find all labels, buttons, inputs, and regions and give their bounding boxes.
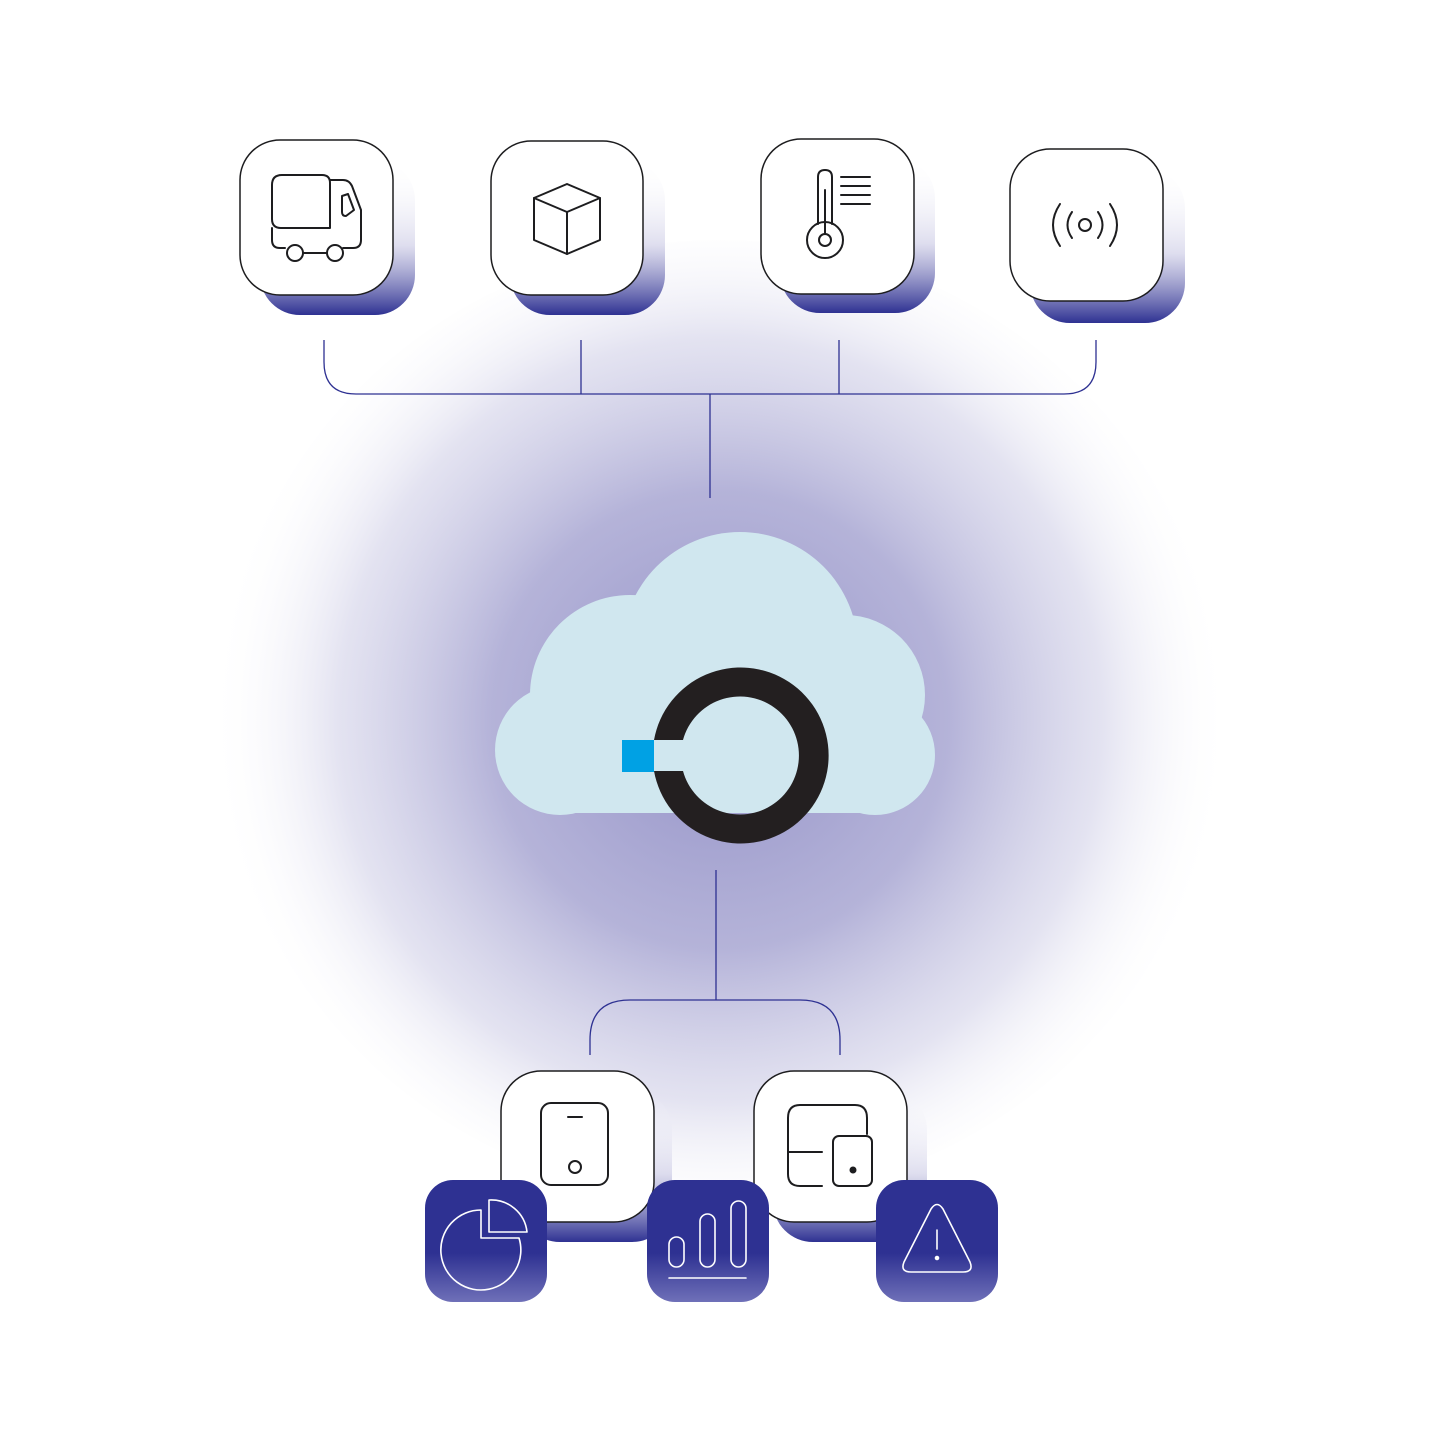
badge-warning (876, 1180, 998, 1302)
bar-chart-icon (668, 1200, 747, 1279)
bottom-connector-lines (589, 870, 841, 1055)
mobile-device-icon (540, 1102, 609, 1186)
warning-alert-icon (902, 1203, 972, 1273)
badge-bar-chart (647, 1180, 769, 1302)
package-cube-icon (533, 183, 601, 255)
output-tile-desktop (753, 1070, 927, 1242)
source-tile-signal (1009, 148, 1185, 323)
truck-icon (271, 174, 362, 262)
top-connector-lines (323, 340, 1097, 498)
logo-ring (654, 667, 829, 844)
cloud-platform-logo (495, 532, 935, 844)
badge-pie-chart (425, 1180, 547, 1302)
pie-chart-icon (440, 1199, 528, 1291)
source-tile-thermometer (760, 138, 935, 313)
cloud-shape (495, 532, 935, 815)
source-tile-truck (239, 139, 415, 315)
signal-broadcast-icon (1052, 203, 1118, 247)
source-tile-package (490, 140, 665, 315)
desktop-device-icon (787, 1104, 873, 1187)
output-tile-mobile (500, 1070, 672, 1242)
logo-accent-square (622, 740, 654, 772)
thermometer-icon (806, 169, 871, 259)
